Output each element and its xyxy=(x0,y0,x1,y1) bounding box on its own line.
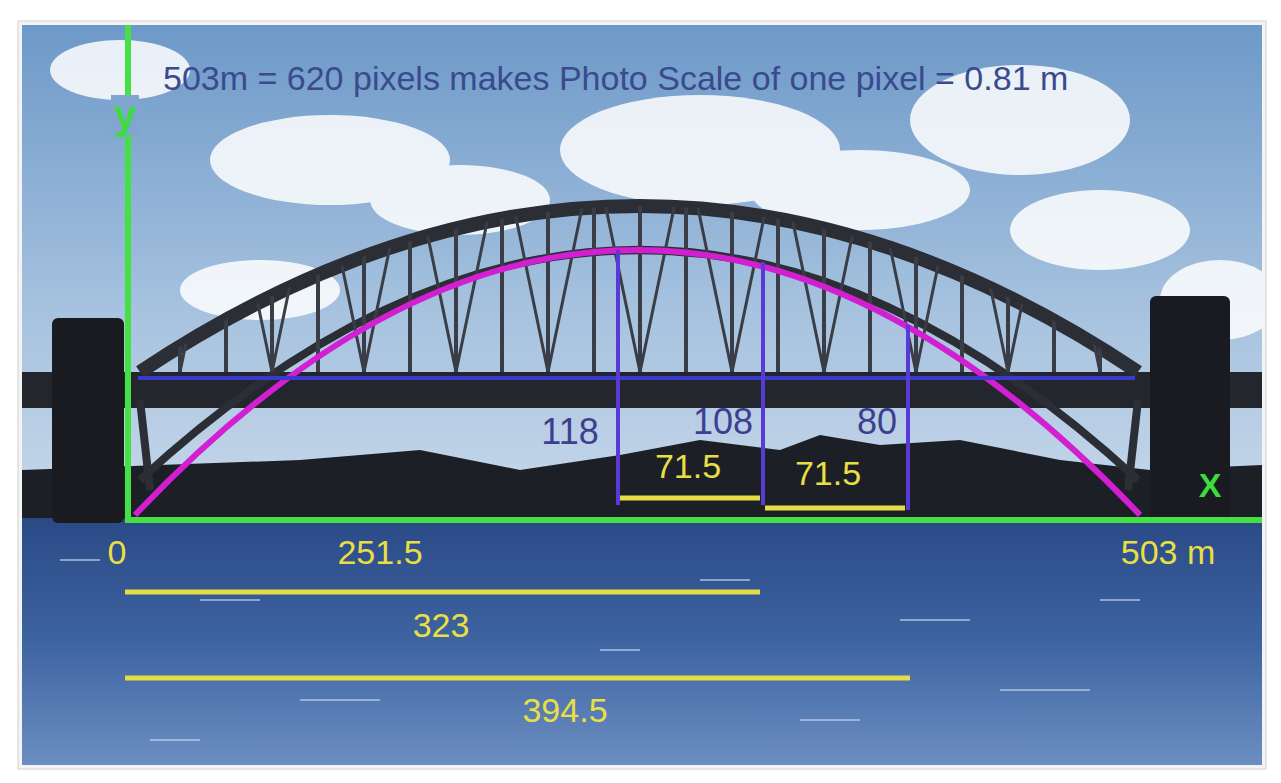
axis-label: y xyxy=(111,95,139,135)
distance-label: 251.5 xyxy=(337,535,422,569)
distance-label: 71.5 xyxy=(655,449,721,483)
distance-label: 394.5 xyxy=(522,693,607,727)
axis-label: X xyxy=(1199,468,1222,502)
scale-title: 503m = 620 pixels makes Photo Scale of o… xyxy=(163,61,1068,95)
height-label: 118 xyxy=(541,414,598,450)
height-label: 80 xyxy=(857,404,897,440)
distance-label: 503 m xyxy=(1121,535,1216,569)
height-label: 108 xyxy=(693,404,753,440)
distance-label: 0 xyxy=(108,535,127,569)
distance-label: 323 xyxy=(413,608,470,642)
distance-label: 71.5 xyxy=(795,456,861,490)
